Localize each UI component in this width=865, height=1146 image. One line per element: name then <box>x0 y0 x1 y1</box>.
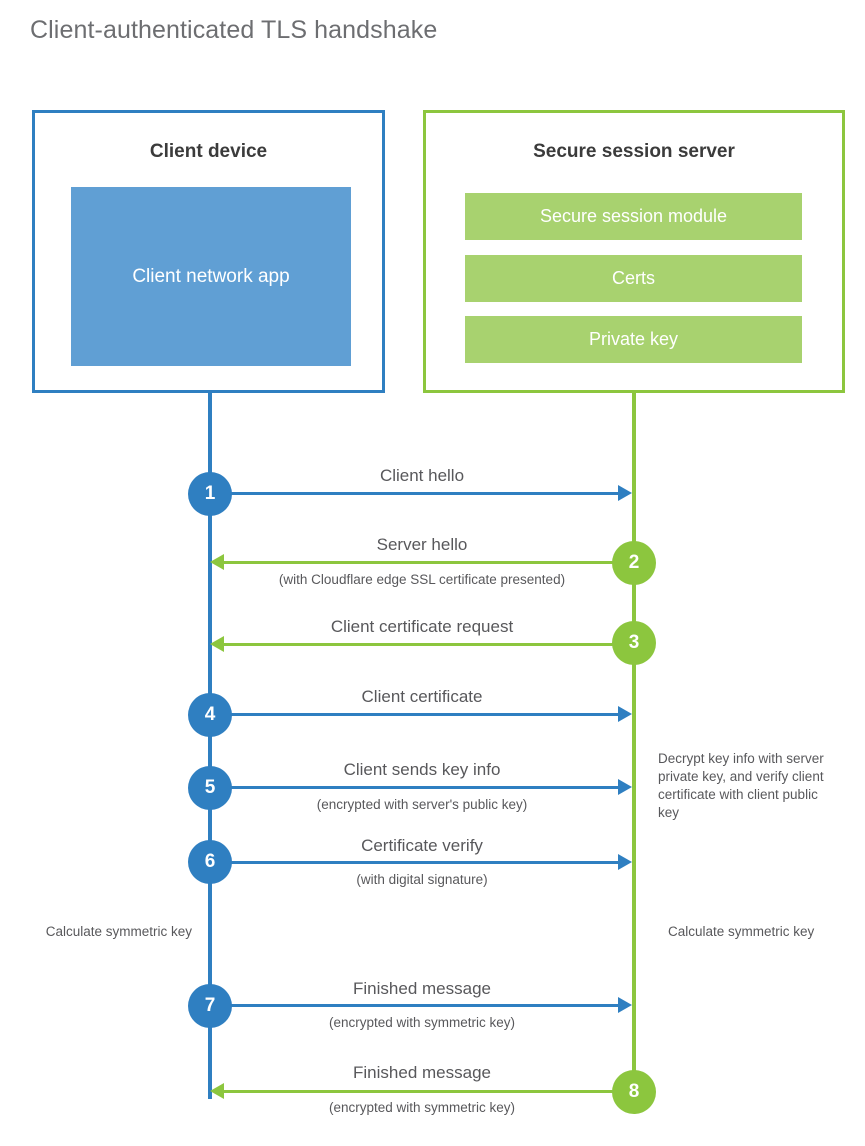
secure-session-server-title: Secure session server <box>533 141 735 162</box>
step-2-circle[interactable]: 2 <box>612 541 656 585</box>
step-1-label: Client hello <box>379 466 465 485</box>
step-5-label: Client sends key info <box>343 760 501 779</box>
step-7-sublabel: (encrypted with symmetric key) <box>328 1015 516 1030</box>
server-calculate-symmetric-key-annotation: Calculate symmetric key <box>668 924 815 939</box>
step-3-label: Client certificate request <box>330 617 514 636</box>
step-2-sublabel: (with Cloudflare edge SSL certificate pr… <box>278 572 566 587</box>
client-network-app-block: Client network app <box>71 187 351 366</box>
step-2-arrow-line <box>224 561 634 564</box>
step-7-label: Finished message <box>353 979 491 998</box>
step-1-arrow-line <box>210 492 620 495</box>
server-decrypt-annotation: Decrypt key info with server private key… <box>658 751 824 820</box>
client-calculate-symmetric-key-annotation: Calculate symmetric key <box>45 924 192 939</box>
step-8-sublabel: (encrypted with symmetric key) <box>328 1100 516 1115</box>
client-device-box: Client device Client network app <box>32 110 385 393</box>
step-2-label: Server hello <box>376 535 468 554</box>
step-6-arrow-head-icon <box>618 854 632 870</box>
server-component-certs: Certs <box>465 255 802 302</box>
step-3-arrow-head-icon <box>210 636 224 652</box>
step-2-arrow-head-icon <box>210 554 224 570</box>
client-device-title: Client device <box>149 141 268 162</box>
step-5-arrow-head-icon <box>618 779 632 795</box>
server-lifeline <box>632 392 636 1092</box>
step-6-arrow-line <box>210 861 620 864</box>
step-8-label: Finished message <box>353 1063 491 1082</box>
step-7-arrow-head-icon <box>618 997 632 1013</box>
client-lifeline <box>208 393 212 1099</box>
step-8-arrow-line <box>224 1090 634 1093</box>
step-1-circle[interactable]: 1 <box>188 472 232 516</box>
step-8-arrow-head-icon <box>210 1083 224 1099</box>
step-4-arrow-line <box>210 713 620 716</box>
step-6-circle[interactable]: 6 <box>188 840 232 884</box>
step-6-label: Certificate verify <box>361 836 483 855</box>
step-5-circle[interactable]: 5 <box>188 766 232 810</box>
page-title: Client-authenticated TLS handshake <box>30 16 438 44</box>
step-6-sublabel: (with digital signature) <box>356 872 488 887</box>
step-8-circle[interactable]: 8 <box>612 1070 656 1114</box>
server-component-secure-session-module: Secure session module <box>465 193 802 240</box>
step-4-circle[interactable]: 4 <box>188 693 232 737</box>
step-3-circle[interactable]: 3 <box>612 621 656 665</box>
secure-session-server-box: Secure session server Secure session mod… <box>423 110 845 393</box>
step-4-arrow-head-icon <box>618 706 632 722</box>
server-component-private-key: Private key <box>465 316 802 363</box>
step-7-circle[interactable]: 7 <box>188 984 232 1028</box>
step-5-arrow-line <box>210 786 620 789</box>
step-4-label: Client certificate <box>361 687 483 706</box>
step-3-arrow-line <box>224 643 634 646</box>
step-5-sublabel: (encrypted with server's public key) <box>316 797 528 812</box>
step-1-arrow-head-icon <box>618 485 632 501</box>
step-7-arrow-line <box>210 1004 620 1007</box>
